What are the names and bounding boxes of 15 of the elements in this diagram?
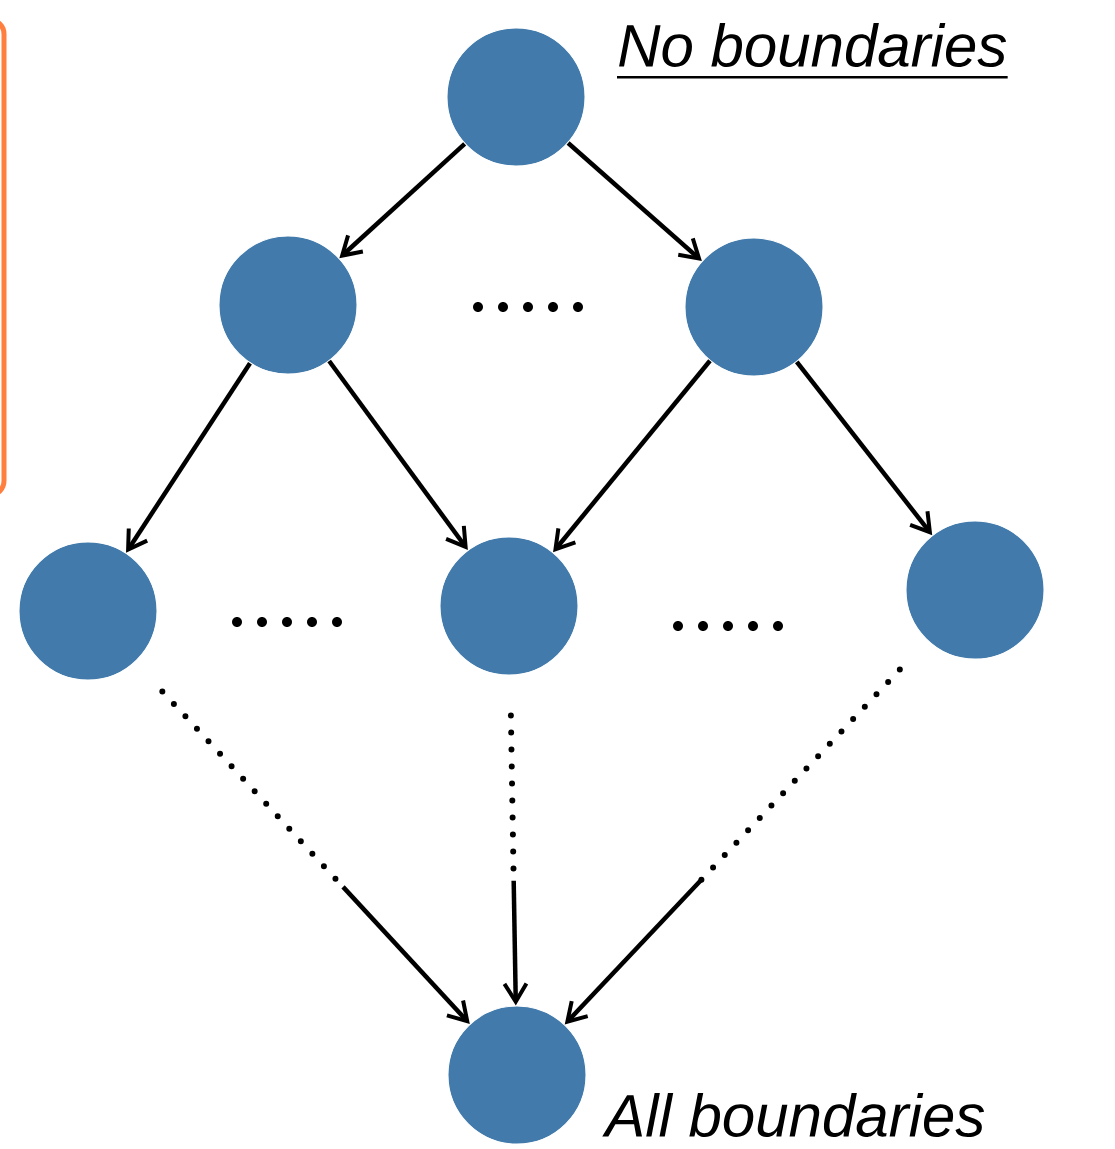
arrow: [553, 359, 712, 553]
circle-node: [218, 235, 358, 375]
arrow: [327, 359, 468, 550]
arrow: [795, 360, 933, 536]
circle-node: [446, 27, 586, 167]
arrow: [126, 361, 252, 553]
arrow: [566, 141, 702, 262]
circle-node: [18, 541, 158, 681]
arrow: [339, 142, 467, 259]
circle-node: [447, 1005, 587, 1145]
circle-node: [905, 520, 1045, 660]
circle-node: [684, 237, 824, 377]
circle-node: [439, 536, 579, 676]
node-caption: All boundaries: [602, 1092, 985, 1138]
node-caption: No boundaries: [619, 22, 1007, 68]
